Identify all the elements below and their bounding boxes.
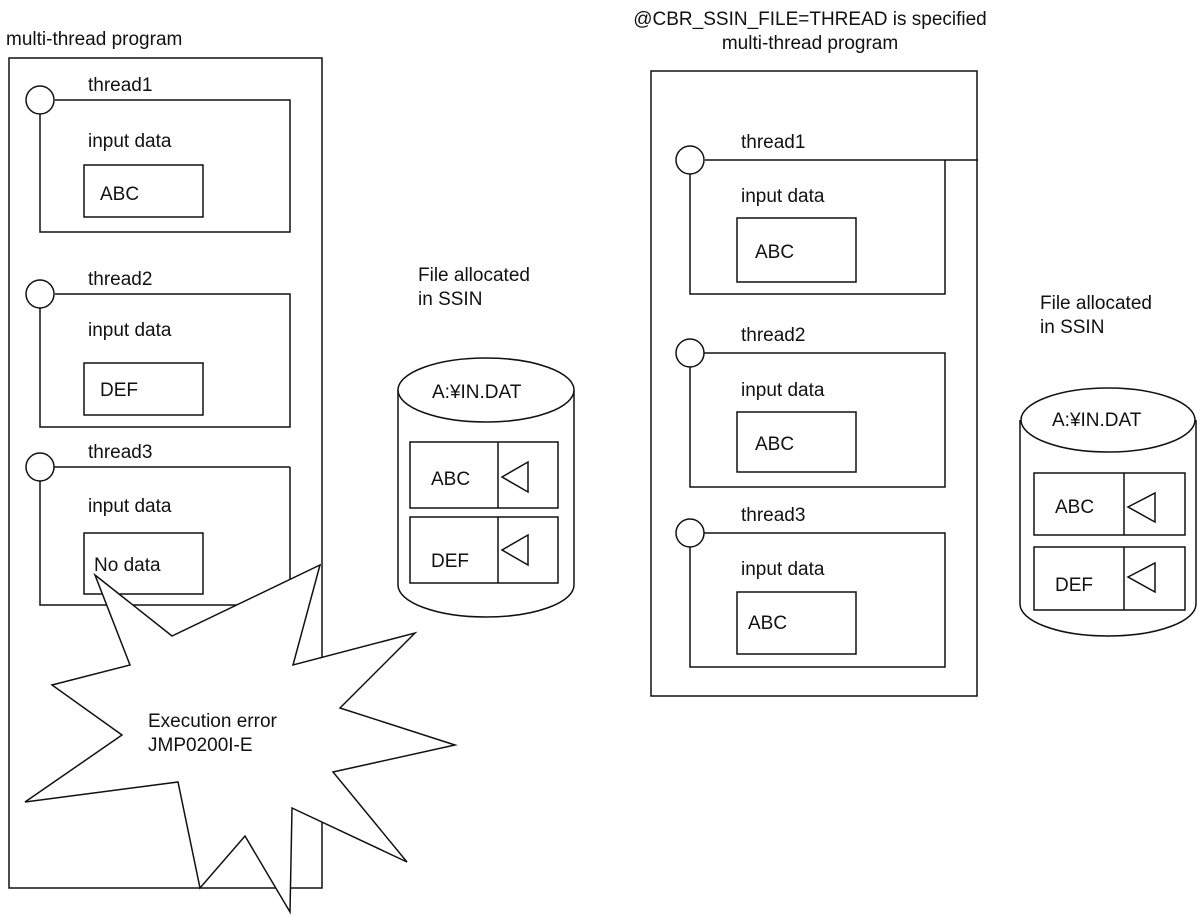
- left-thread3-input-label: input data: [88, 496, 172, 517]
- right-thread3-name: thread3: [741, 505, 806, 526]
- right-thread2-name: thread2: [741, 325, 806, 346]
- left-thread1-value: ABC: [100, 184, 140, 205]
- right-thread1-value: ABC: [755, 242, 795, 263]
- left-file-cylinder: [397, 357, 575, 618]
- left-program-title: multi-thread program: [6, 29, 183, 50]
- right-file-record-1: ABC: [1055, 497, 1095, 518]
- right-thread3-value: ABC: [748, 613, 788, 634]
- left-thread1-name: thread1: [88, 75, 153, 96]
- left-file-record-1: ABC: [431, 469, 471, 490]
- left-thread3-name: thread3: [88, 442, 153, 463]
- left-thread1-input-label: input data: [88, 131, 172, 152]
- left-thread2-input-label: input data: [88, 320, 172, 341]
- right-thread2-input-label: input data: [741, 380, 825, 401]
- right-program-title: multi-thread program: [721, 33, 899, 54]
- right-file-caption-line2: in SSIN: [1040, 317, 1105, 338]
- right-program-frame: [650, 70, 978, 697]
- error-starburst: [24, 563, 458, 915]
- left-file-record-2: DEF: [431, 551, 469, 572]
- right-file-name: A:¥IN.DAT: [1052, 410, 1142, 431]
- left-thread2-name: thread2: [88, 269, 153, 290]
- left-thread2-value: DEF: [100, 380, 138, 401]
- right-thread3-input-label: input data: [741, 559, 825, 580]
- right-thread1-shape: [675, 145, 978, 295]
- right-file-cylinder: [1019, 387, 1197, 637]
- left-program-frame: [8, 57, 323, 889]
- right-heading: @CBR_SSIN_FILE=THREAD is specified: [633, 9, 987, 30]
- left-file-caption-line1: File allocated: [418, 265, 530, 286]
- right-thread1-input-label: input data: [741, 186, 825, 207]
- left-thread1-shape: [25, 85, 291, 233]
- right-thread3-shape: [675, 518, 946, 668]
- right-file-record-2: DEF: [1055, 575, 1093, 596]
- left-thread2-shape: [25, 279, 291, 428]
- left-file-caption-line2: in SSIN: [418, 289, 483, 310]
- left-thread3-shape: [25, 452, 291, 606]
- left-file-name: A:¥IN.DAT: [432, 382, 522, 403]
- error-title: Execution error: [148, 711, 277, 732]
- right-file-caption-line1: File allocated: [1040, 293, 1152, 314]
- right-thread2-value: ABC: [755, 434, 795, 455]
- right-thread1-name: thread1: [741, 132, 806, 153]
- error-code: JMP0200I-E: [148, 735, 253, 756]
- left-thread3-value: No data: [94, 555, 161, 576]
- right-thread2-shape: [675, 338, 946, 488]
